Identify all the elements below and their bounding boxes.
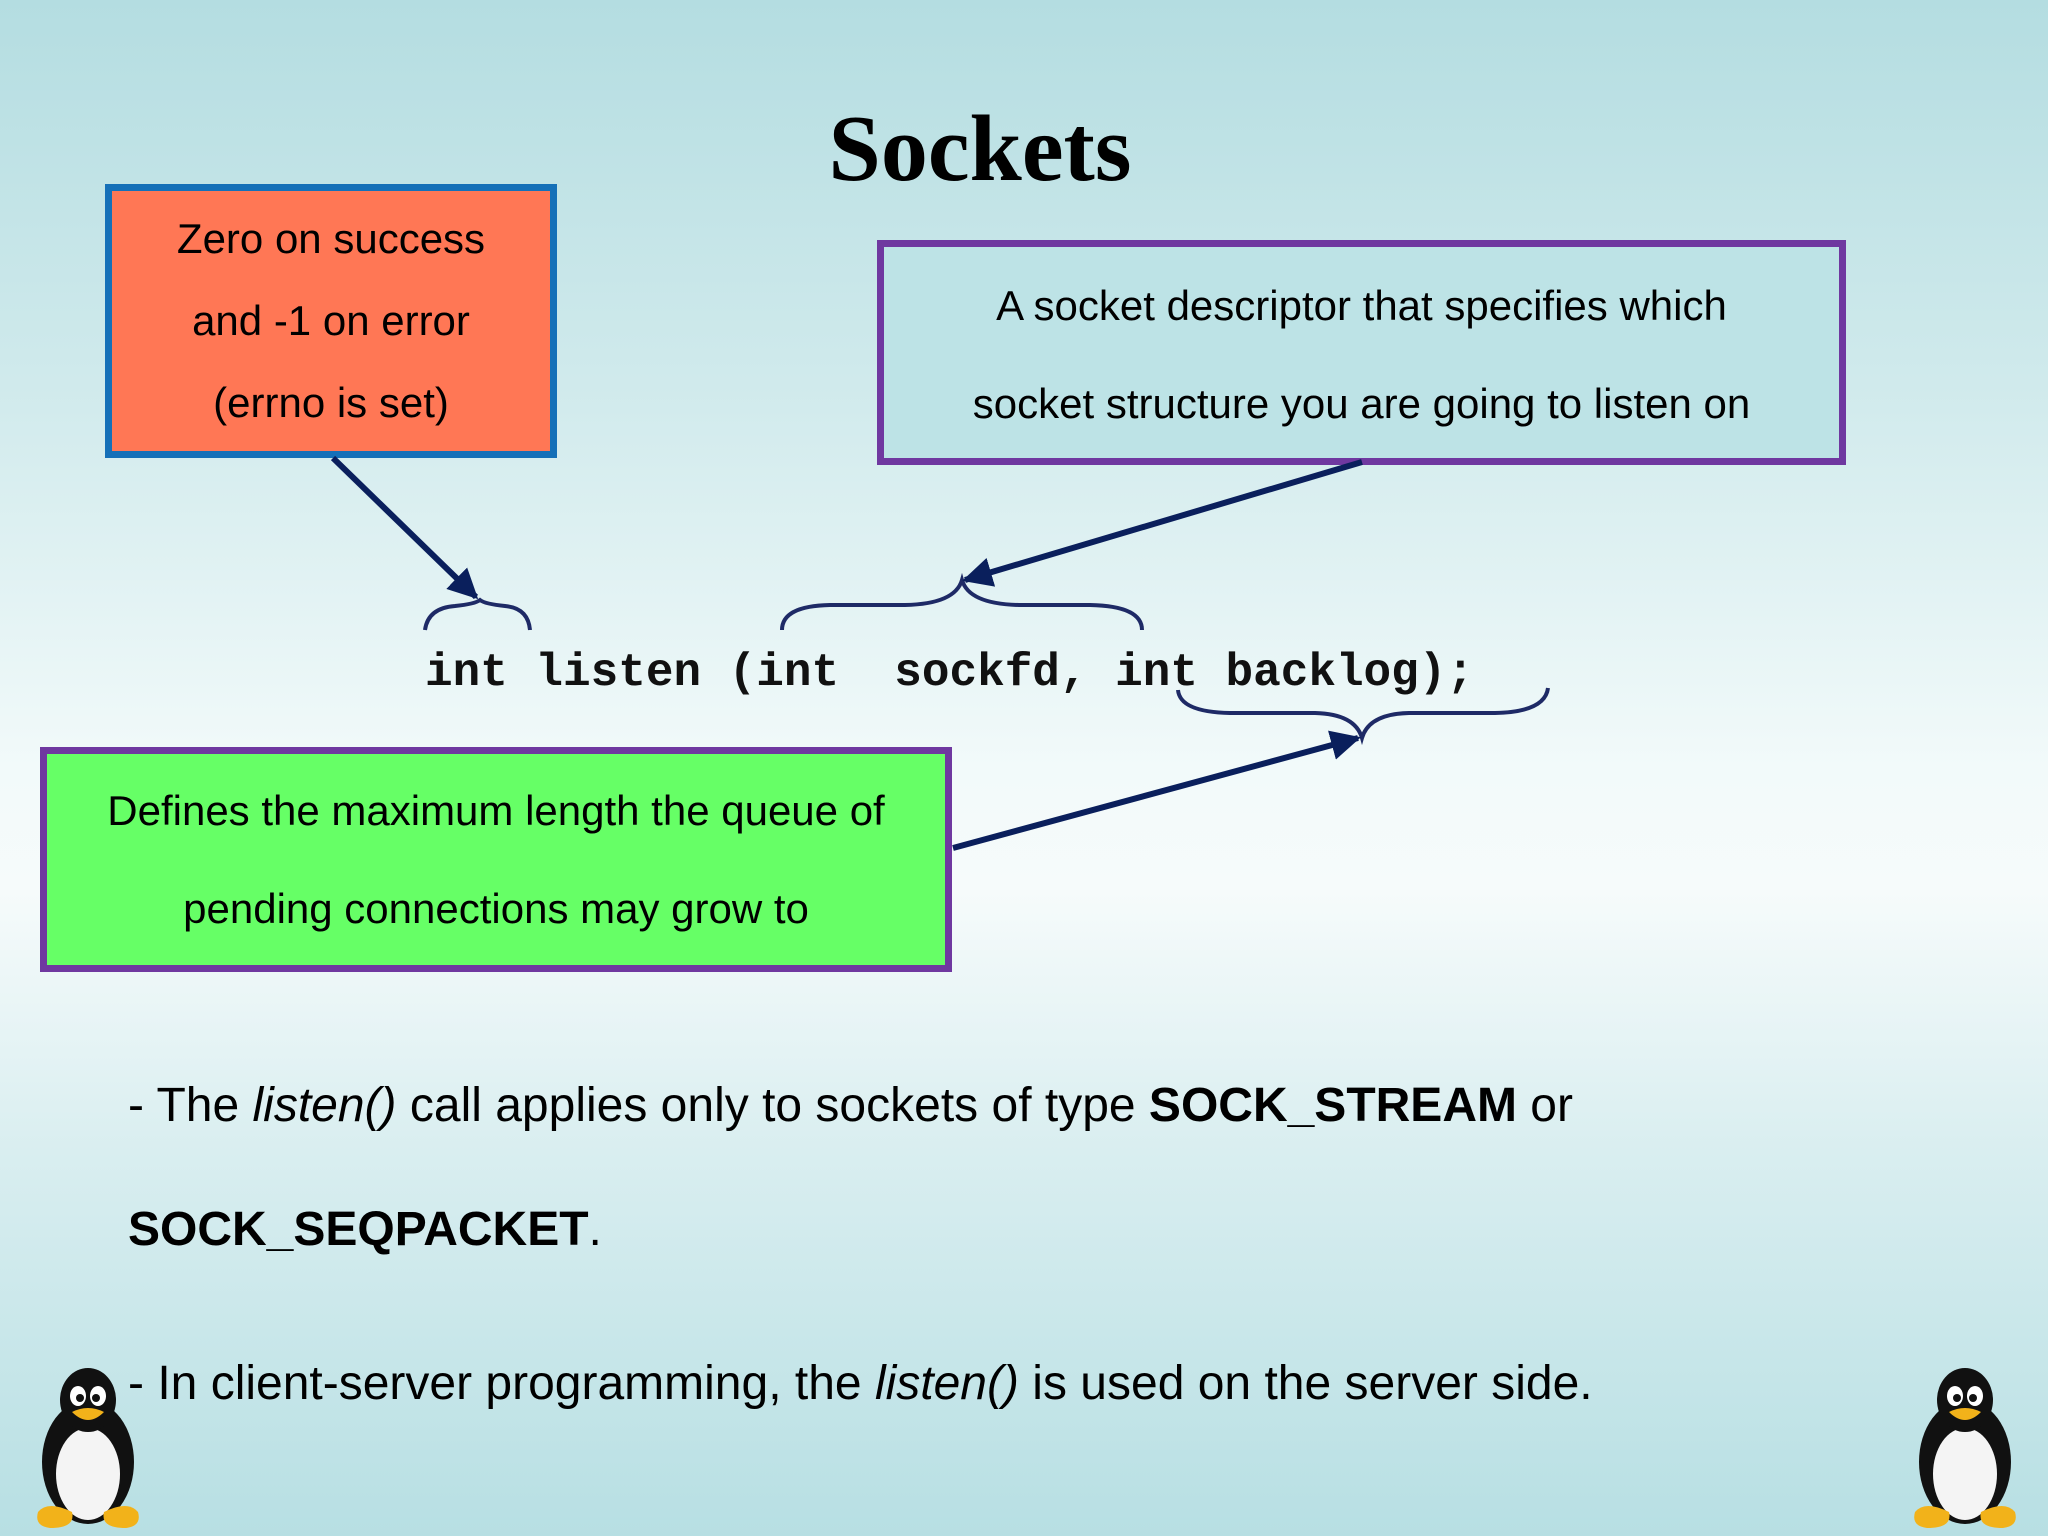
return-value-callout: Zero on success and -1 on error (errno i… [105, 184, 557, 458]
tux-penguin-icon [1914, 1368, 2016, 1528]
return-value-arrow [330, 455, 479, 600]
return-value-line-1: Zero on success [176, 215, 486, 262]
tux-penguin-icon [37, 1368, 139, 1528]
backlog-arrow [952, 730, 1361, 851]
return-type-brace [423, 597, 532, 631]
sockfd-arrow [962, 459, 1363, 587]
sockfd-brace [780, 572, 1144, 631]
listen-function-name: listen() [252, 1079, 397, 1132]
sockfd-line-2: socket structure you are going to listen… [972, 379, 1751, 427]
slide-title: Sockets [828, 97, 1132, 201]
backlog-brace [1176, 687, 1550, 746]
listen-function-name-2: listen() [874, 1357, 1019, 1410]
backlog-callout: Defines the maximum length the queue of … [40, 747, 952, 972]
listen-function-signature: int listen (int sockfd, int backlog); [425, 647, 1474, 699]
sock-stream-type: SOCK_STREAM [1148, 1079, 1517, 1132]
bullet-server-side: - In client-server programming, the list… [128, 1357, 1593, 1410]
sockfd-line-1: A socket descriptor that specifies which [996, 281, 1727, 329]
return-value-line-2: and -1 on error [192, 297, 470, 344]
bullet-sock-types: - The listen() call applies only to sock… [128, 1079, 1573, 1132]
backlog-line-1: Defines the maximum length the queue of [107, 786, 885, 834]
bullet-sock-types-continued: SOCK_SEQPACKET. [128, 1203, 602, 1256]
return-value-line-3: (errno is set) [213, 379, 449, 426]
backlog-line-2: pending connections may grow to [183, 884, 809, 932]
sock-seqpacket-type: SOCK_SEQPACKET [128, 1203, 589, 1256]
